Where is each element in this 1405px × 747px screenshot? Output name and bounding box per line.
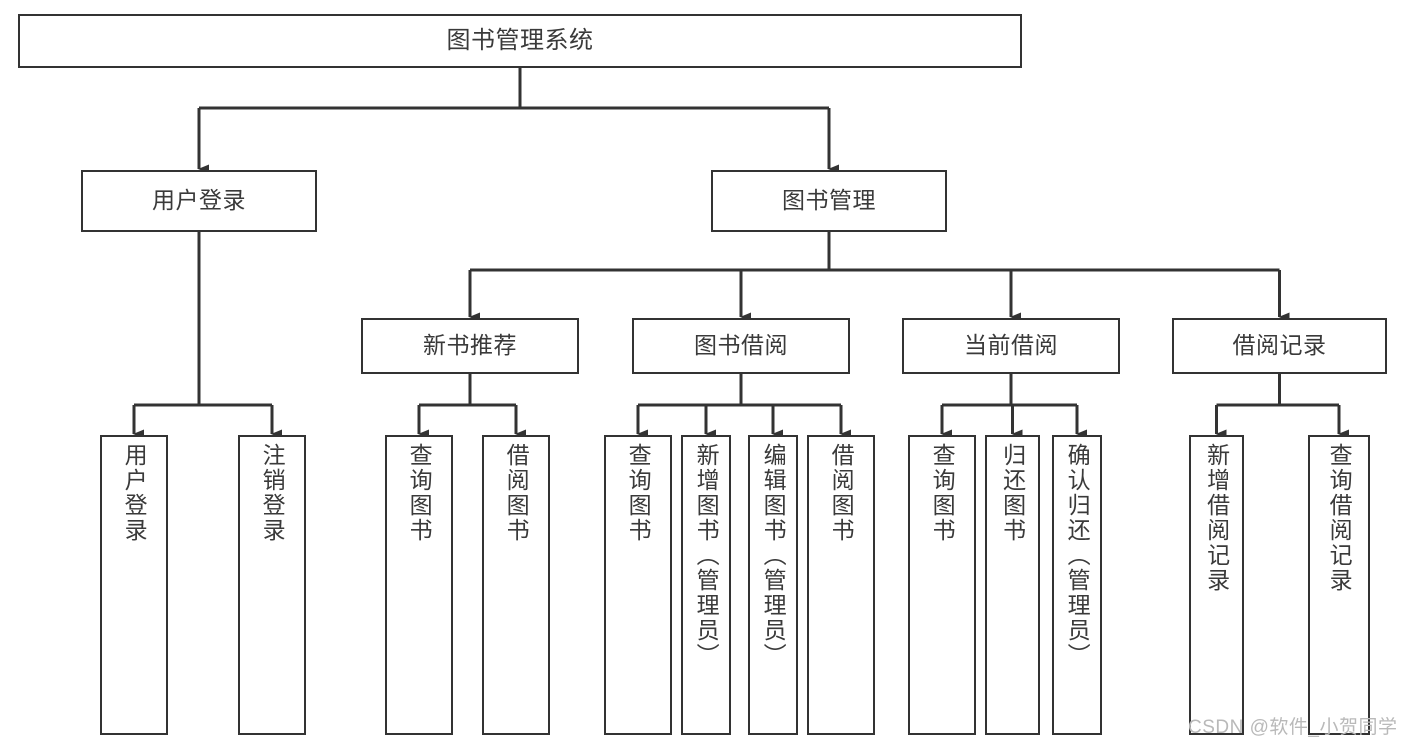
node-leaf-query-record-label: 查询借阅记录 [1326,443,1353,593]
node-root[interactable]: 图书管理系统 [18,14,1022,68]
node-leaf-query-book-3[interactable]: 查询图书 [908,435,976,735]
node-user-login-label: 用户登录 [152,187,246,214]
node-leaf-logout-login[interactable]: 注销登录 [238,435,306,735]
node-current-borrow-label: 当前借阅 [964,332,1058,359]
node-leaf-user-login[interactable]: 用户登录 [100,435,168,735]
node-leaf-query-book-1[interactable]: 查询图书 [385,435,453,735]
node-leaf-query-book-2[interactable]: 查询图书 [604,435,672,735]
node-leaf-query-record[interactable]: 查询借阅记录 [1308,435,1370,735]
node-book-borrow[interactable]: 图书借阅 [632,318,850,374]
node-root-label: 图书管理系统 [446,26,594,54]
node-leaf-query-book-1-label: 查询图书 [406,443,433,543]
node-leaf-confirm-return-label: 确认归还（管理员） [1064,443,1091,668]
node-leaf-add-book[interactable]: 新增图书（管理员） [681,435,731,735]
node-leaf-borrow-book-1-label: 借阅图书 [503,443,530,543]
node-leaf-borrow-book-2[interactable]: 借阅图书 [807,435,875,735]
node-new-book-recommend-label: 新书推荐 [423,332,517,359]
node-book-manage[interactable]: 图书管理 [711,170,947,232]
node-leaf-query-book-3-label: 查询图书 [929,443,956,543]
node-borrow-record-label: 借阅记录 [1232,332,1327,359]
node-book-borrow-label: 图书借阅 [694,332,788,359]
node-leaf-borrow-book-2-label: 借阅图书 [828,443,855,543]
node-leaf-user-login-label: 用户登录 [121,443,148,543]
node-leaf-return-book-label: 归还图书 [999,443,1026,543]
node-leaf-borrow-book-1[interactable]: 借阅图书 [482,435,550,735]
node-book-manage-label: 图书管理 [782,187,876,214]
node-leaf-confirm-return[interactable]: 确认归还（管理员） [1052,435,1102,735]
node-leaf-add-record-label: 新增借阅记录 [1203,443,1230,593]
node-leaf-edit-book[interactable]: 编辑图书（管理员） [748,435,798,735]
node-new-book-recommend[interactable]: 新书推荐 [361,318,579,374]
node-leaf-edit-book-label: 编辑图书（管理员） [760,443,787,668]
node-leaf-add-record[interactable]: 新增借阅记录 [1189,435,1244,735]
node-leaf-return-book[interactable]: 归还图书 [985,435,1040,735]
node-current-borrow[interactable]: 当前借阅 [902,318,1120,374]
node-leaf-add-book-label: 新增图书（管理员） [693,443,720,668]
csdn-watermark: CSDN @软件_小贺同学 [1188,717,1398,738]
node-leaf-query-book-2-label: 查询图书 [625,443,652,543]
node-user-login[interactable]: 用户登录 [81,170,317,232]
node-leaf-logout-login-label: 注销登录 [259,443,286,543]
node-borrow-record[interactable]: 借阅记录 [1172,318,1387,374]
